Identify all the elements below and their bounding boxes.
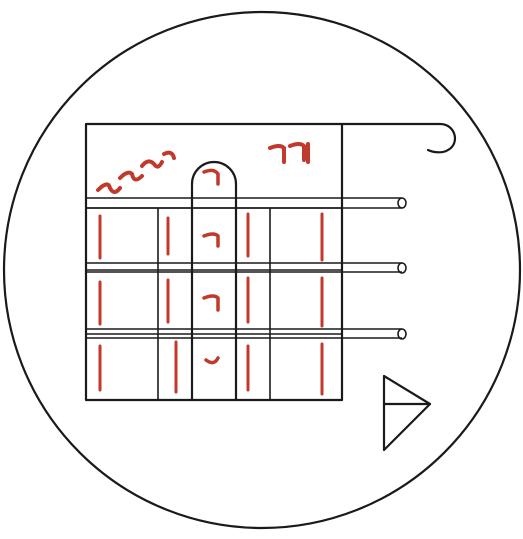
rod-1 [86, 198, 406, 208]
script-top-left [98, 153, 174, 192]
rod-2 [86, 263, 406, 273]
script-cells [100, 214, 322, 394]
hook [342, 124, 455, 152]
script-top-right [270, 144, 308, 162]
flag-triangle [384, 376, 430, 450]
grid-frame [86, 124, 342, 400]
